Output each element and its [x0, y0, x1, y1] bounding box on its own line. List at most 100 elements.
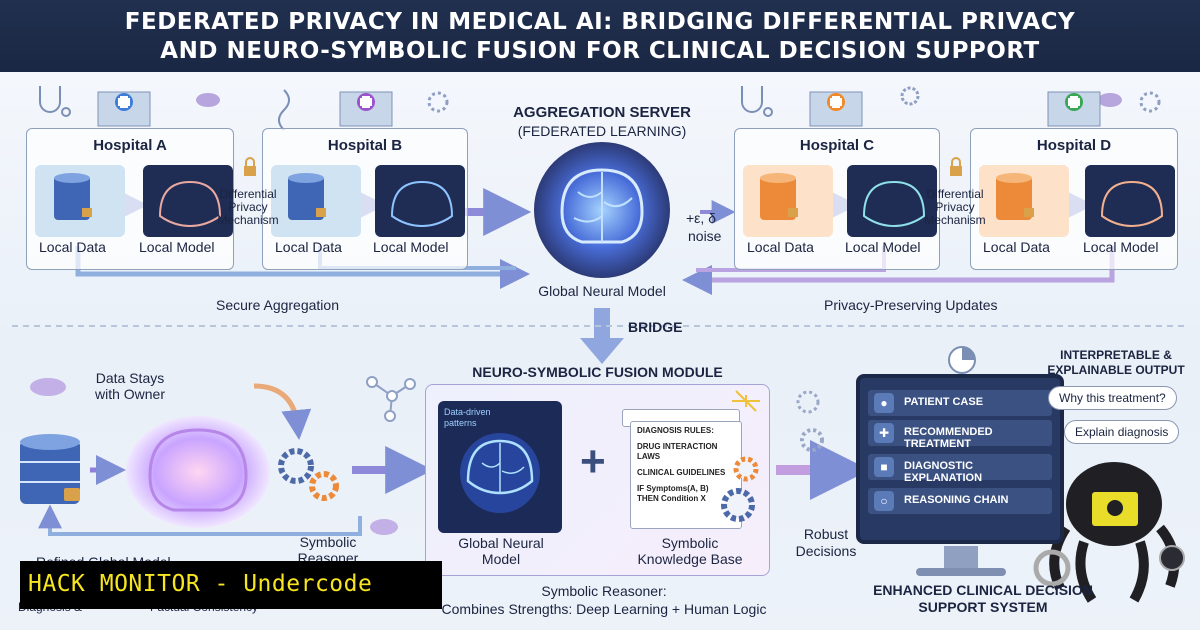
bacteria-icon	[30, 378, 66, 396]
monitor-row: ■ DIAGNOSTIC EXPLANATION	[868, 454, 1052, 484]
row-label: REASONING CHAIN	[904, 494, 1009, 506]
dp-line: Privacy	[228, 200, 268, 214]
monitor-stand	[944, 546, 978, 570]
robust-decisions-label: Robust Decisions	[786, 526, 866, 560]
virus-icon	[1139, 91, 1161, 113]
patient-icon: ●	[874, 393, 894, 413]
title-line-1: FEDERATED PRIVACY IN MEDICAL AI: BRIDGIN…	[124, 9, 1076, 35]
neural-line: Global Neural	[458, 535, 544, 551]
stethoscope-icon	[39, 86, 71, 117]
chat-icon: ■	[874, 457, 894, 477]
virus-icon	[796, 390, 820, 414]
question-bubble-diagnosis: Explain diagnosis	[1064, 420, 1180, 444]
hospital-a-panel: Hospital A Local Data Local Model	[26, 128, 234, 270]
gear-icon	[800, 428, 824, 452]
bridge-arrow	[580, 308, 624, 364]
local-model-label: Local Model	[373, 239, 449, 255]
gear-icon	[900, 86, 920, 106]
kb-line: Symbolic	[661, 535, 719, 551]
dp-line: Differential	[926, 187, 984, 201]
diagram-canvas: Hospital A Local Data Local Model Hospit…	[0, 72, 1200, 630]
rule-line: IF Symptoms(A, B)	[637, 484, 709, 493]
title-banner: FEDERATED PRIVACY IN MEDICAL AI: BRIDGIN…	[0, 0, 1200, 72]
data-stays-label: Data Stays with Owner	[82, 370, 178, 402]
octopus-hacker-logo-icon	[1033, 462, 1185, 603]
local-model-label: Local Model	[1083, 239, 1159, 255]
flowchart-icon: ○	[874, 491, 894, 511]
rule-line: CLINICAL GUIDELINES	[637, 468, 726, 477]
dp-line: Mechanism	[217, 213, 279, 227]
local-model-tile	[1085, 165, 1175, 237]
secure-aggregation-label: Secure Aggregation	[216, 297, 339, 313]
noise-label: noise	[688, 228, 722, 244]
bacteria-icon	[1098, 93, 1122, 107]
fusion-footer-line: Symbolic Reasoner:	[541, 583, 667, 599]
rule-line: DRUG INTERACTION LAWS	[637, 442, 718, 461]
dp-mechanism-label-left: Differential Privacy Mechanism	[216, 188, 280, 227]
system-title-line: SUPPORT SYSTEM	[918, 599, 1048, 615]
neural-model-tile: Data-driven patterns	[438, 401, 562, 533]
stethoscope-icon	[741, 86, 773, 117]
brain-icon	[560, 168, 644, 244]
gear-icon	[309, 471, 339, 501]
reasoner-line: Symbolic	[299, 534, 357, 550]
output-title: INTERPRETABLE & EXPLAINABLE OUTPUT	[1040, 348, 1192, 378]
local-data-tile	[743, 165, 833, 237]
local-model-label: Local Model	[139, 239, 215, 255]
bacteria-icon	[370, 519, 398, 535]
local-model-tile	[375, 165, 465, 237]
local-model-label: Local Model	[845, 239, 921, 255]
local-data-label: Local Data	[39, 239, 106, 255]
robust-line: Robust	[803, 526, 849, 542]
local-data-label: Local Data	[275, 239, 342, 255]
database-icon	[20, 434, 80, 504]
bacteria-icon	[196, 93, 220, 107]
fusion-footer-line: Combines Strengths: Deep Learning + Huma…	[441, 601, 767, 617]
dna-icon	[278, 89, 290, 131]
monitor-base	[916, 568, 1006, 576]
output-title-line: EXPLAINABLE OUTPUT	[1047, 363, 1185, 377]
local-data-label: Local Data	[983, 239, 1050, 255]
output-title-line: INTERPRETABLE &	[1060, 348, 1172, 362]
global-model-label: Global Neural Model	[538, 283, 666, 299]
brain-icon	[460, 433, 540, 513]
privacy-updates-label: Privacy-Preserving Updates	[824, 297, 998, 313]
fusion-module-title: NEURO-SYMBOLIC FUSION MODULE	[472, 364, 723, 380]
knowledge-base-label: Symbolic Knowledge Base	[620, 535, 760, 567]
question-bubble-treatment: Why this treatment?	[1048, 386, 1177, 410]
neural-line: Model	[481, 551, 521, 567]
server-subtitle: (FEDERATED LEARNING)	[517, 123, 687, 139]
hospital-name: Hospital C	[799, 137, 875, 154]
patterns-line: Data-driven	[444, 407, 491, 417]
server-title: AGGREGATION SERVER	[513, 104, 691, 121]
robust-line: Decisions	[795, 543, 857, 559]
patterns-label: Data-driven patterns	[444, 407, 491, 429]
dp-mechanism-label-right: Differential Privacy Mechanism	[922, 188, 988, 227]
dp-line: Mechanism	[924, 213, 986, 227]
syringe-icon: ✚	[874, 423, 894, 443]
monitor-row: ○ REASONING CHAIN	[868, 488, 1052, 514]
fusion-footer: Symbolic Reasoner: Combines Strengths: D…	[418, 582, 790, 618]
system-title-line: ENHANCED CLINICAL DECISION	[873, 582, 1093, 598]
local-data-tile	[35, 165, 125, 237]
virus-icon	[427, 91, 449, 113]
local-data-label: Local Data	[747, 239, 814, 255]
noise-formula: +ε, δ	[686, 210, 716, 226]
hack-monitor-banner: HACK MONITOR - Undercode	[20, 561, 442, 609]
hospital-c-panel: Hospital C Local Data Local Model	[734, 128, 940, 270]
molecule-icon	[366, 376, 416, 422]
refined-brain-icon	[126, 416, 270, 528]
row-label: RECOMMENDED TREATMENT	[904, 426, 993, 450]
data-stays-line: Data Stays	[95, 370, 165, 386]
hospital-d-panel: Hospital D Local Data Local Model	[970, 128, 1178, 270]
clinical-monitor: ●PATIENT CASE ✚RECOMMENDED TREATMENT ■DI…	[856, 374, 1064, 544]
dp-line: Privacy	[935, 200, 975, 214]
knowledge-base-card: DIAGNOSIS RULES: DRUG INTERACTION LAWS C…	[630, 421, 742, 529]
hospital-b-panel: Hospital B Local Data Local Model	[262, 128, 468, 270]
monitor-row: ✚ RECOMMENDED TREATMENT	[868, 420, 1052, 450]
pie-chart-icon	[948, 346, 976, 374]
hospital-name: Hospital D	[1036, 137, 1112, 154]
row-label: DIAGNOSTIC EXPLANATION	[904, 460, 983, 484]
neural-model-label: Global Neural Model	[446, 535, 556, 567]
patterns-line: patterns	[444, 418, 477, 428]
